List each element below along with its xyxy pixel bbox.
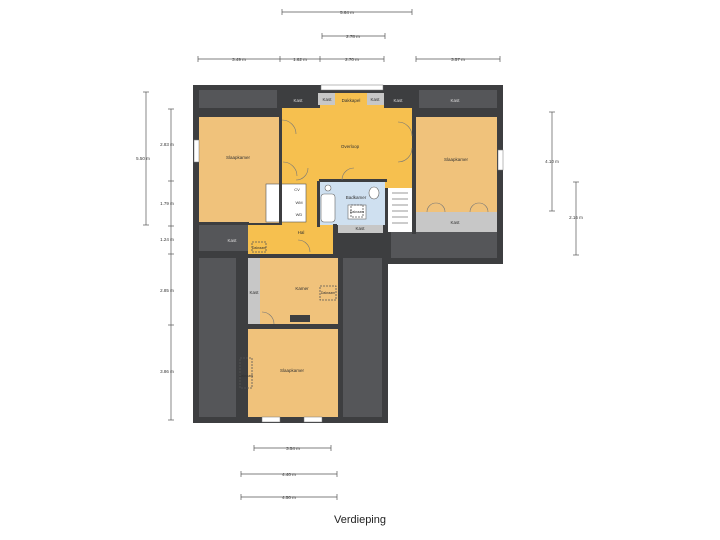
label-slaapkamer-left: Slaapkamer [226,155,251,160]
label-slaapkamer-bottom: Slaapkamer [280,368,305,373]
label-kast-top-left: Kast [293,98,303,103]
dim-left-hal: 1.24 m [160,237,174,242]
stairs [388,188,413,232]
dim-left-slaapkamer: 2.83 m [160,142,174,147]
label-hal: Hal [298,230,305,235]
label-kamer: Kamer [295,286,309,291]
dim-top-mid: 1.62 m [293,57,307,62]
dim-top-overloop: 2.70 m [345,57,359,62]
room-hal [248,225,334,254]
label-dakraam-bottom: Dakraam [239,374,253,378]
rooms [199,93,497,417]
room-overloop [281,93,413,225]
label-wm: WM [295,200,302,205]
storage-kast-mid [338,225,383,233]
storage-kast-right [416,212,497,232]
floor-title: Verdieping [334,514,386,526]
room-kamer [260,258,338,324]
label-kast-top-mid-left: Kast [322,97,332,102]
dim-bottom-outer: 4.50 m [282,495,296,500]
label-overloop: Overloop [341,144,360,149]
windows [193,84,504,423]
label-cv: CV [294,187,300,192]
label-kast-mid: Kast [355,226,365,231]
storage-kast-top-mid-left [318,93,335,105]
dimension-lines [143,9,579,500]
dim-left-utility: 1.79 m [160,201,174,206]
label-dakraam-bath: Dakraam [350,210,364,214]
dim-top-right: 3.57 m [451,57,465,62]
label-kast-kamer: Kast [249,290,259,295]
radiator [290,315,310,322]
storage-kast-top-mid-right [367,93,384,105]
label-kast-top-right: Kast [393,98,403,103]
label-dakraam-kamer: Dakraam [321,291,335,295]
dim-bottom-mid: 4.40 m [282,472,296,477]
room-slaapkamer-right [416,117,497,212]
dim-top-total: 5.64 m [340,10,354,15]
label-kast-top-mid-right: Kast [370,97,380,102]
label-dakraam-hal: Dakraam [252,246,266,250]
utility-block [265,183,307,223]
dim-left-kamer: 2.85 m [160,288,174,293]
dim-left-slaapkamer-bottom: 3.86 m [160,369,174,374]
dim-top-dakkapel: 2.78 m [346,34,360,39]
label-kast-right: Kast [450,220,460,225]
skylights [239,204,364,389]
sloped-roof-areas [199,90,497,417]
dim-bottom-inner: 3.54 m [286,446,300,451]
label-badkamer: Badkamer [346,195,367,200]
dim-right-kast: 2.16 m [569,215,583,220]
room-slaapkamer-bottom [248,329,338,417]
door-swings [261,119,489,325]
label-slaapkamer-right: Slaapkamer [444,157,469,162]
dim-right-slaapkamer: 4.10 m [545,159,559,164]
dim-left-total: 5.50 m [136,156,150,161]
label-kast-right-bottom: Kast [450,98,460,103]
inner-walls [199,93,416,417]
label-kast-hal: Kast [227,238,237,243]
dim-top-left: 3.49 m [232,57,246,62]
storage-kast-kamer [248,258,260,324]
label-wd: WD [296,212,303,217]
label-dakkapel: Dakkapel [342,98,361,103]
